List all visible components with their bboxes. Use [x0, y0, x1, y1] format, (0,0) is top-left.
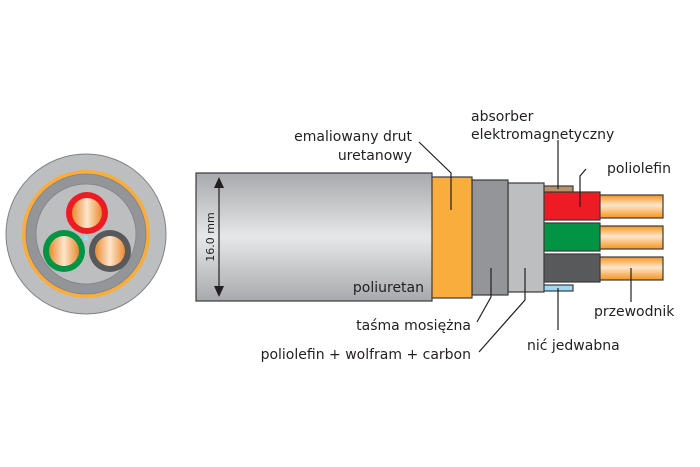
label-brass-tape: taśma mosiężna [356, 318, 471, 334]
conductor-green-row [597, 225, 664, 250]
leader-lines [418, 140, 632, 353]
brass-tape [471, 179, 509, 296]
label-absorber-line1: absorber [471, 109, 534, 125]
label-jacket: poliuretan [353, 280, 424, 296]
label-composite: poliolefin + wolfram + carbon [261, 347, 471, 363]
dimension-label: 16.0 mm [204, 212, 217, 261]
jacket [195, 172, 433, 302]
cross-section [5, 153, 167, 315]
labels: emaliowany drut uretanowy absorber elekt… [261, 109, 676, 363]
leader-insulation [579, 168, 587, 207]
cs-core-black [89, 230, 131, 272]
label-absorber-line2: elektromagnetyczny [471, 127, 614, 143]
composite-layer [507, 182, 545, 293]
leader-enameled-wire [418, 141, 452, 210]
core-red [542, 191, 601, 221]
label-enameled-wire-line1: emaliowany drut [294, 129, 412, 145]
leader-composite [478, 268, 526, 353]
core-black [542, 253, 601, 283]
cs-core-red [66, 192, 108, 234]
label-enameled-wire-line2: uretanowy [338, 148, 412, 164]
side-view: 16.0 mm poliuretan [195, 172, 664, 302]
label-insulation: poliolefin [607, 161, 671, 177]
cs-core-green [43, 230, 85, 272]
core-green [542, 222, 601, 252]
dimension-arrow [214, 177, 224, 297]
leader-brass-tape [476, 268, 492, 323]
label-silk-thread: nić jedwabna [527, 338, 620, 354]
label-conductor: przewodnik [594, 304, 675, 320]
conductor-red-row [597, 194, 664, 219]
cs-silk-thread [83, 235, 89, 241]
